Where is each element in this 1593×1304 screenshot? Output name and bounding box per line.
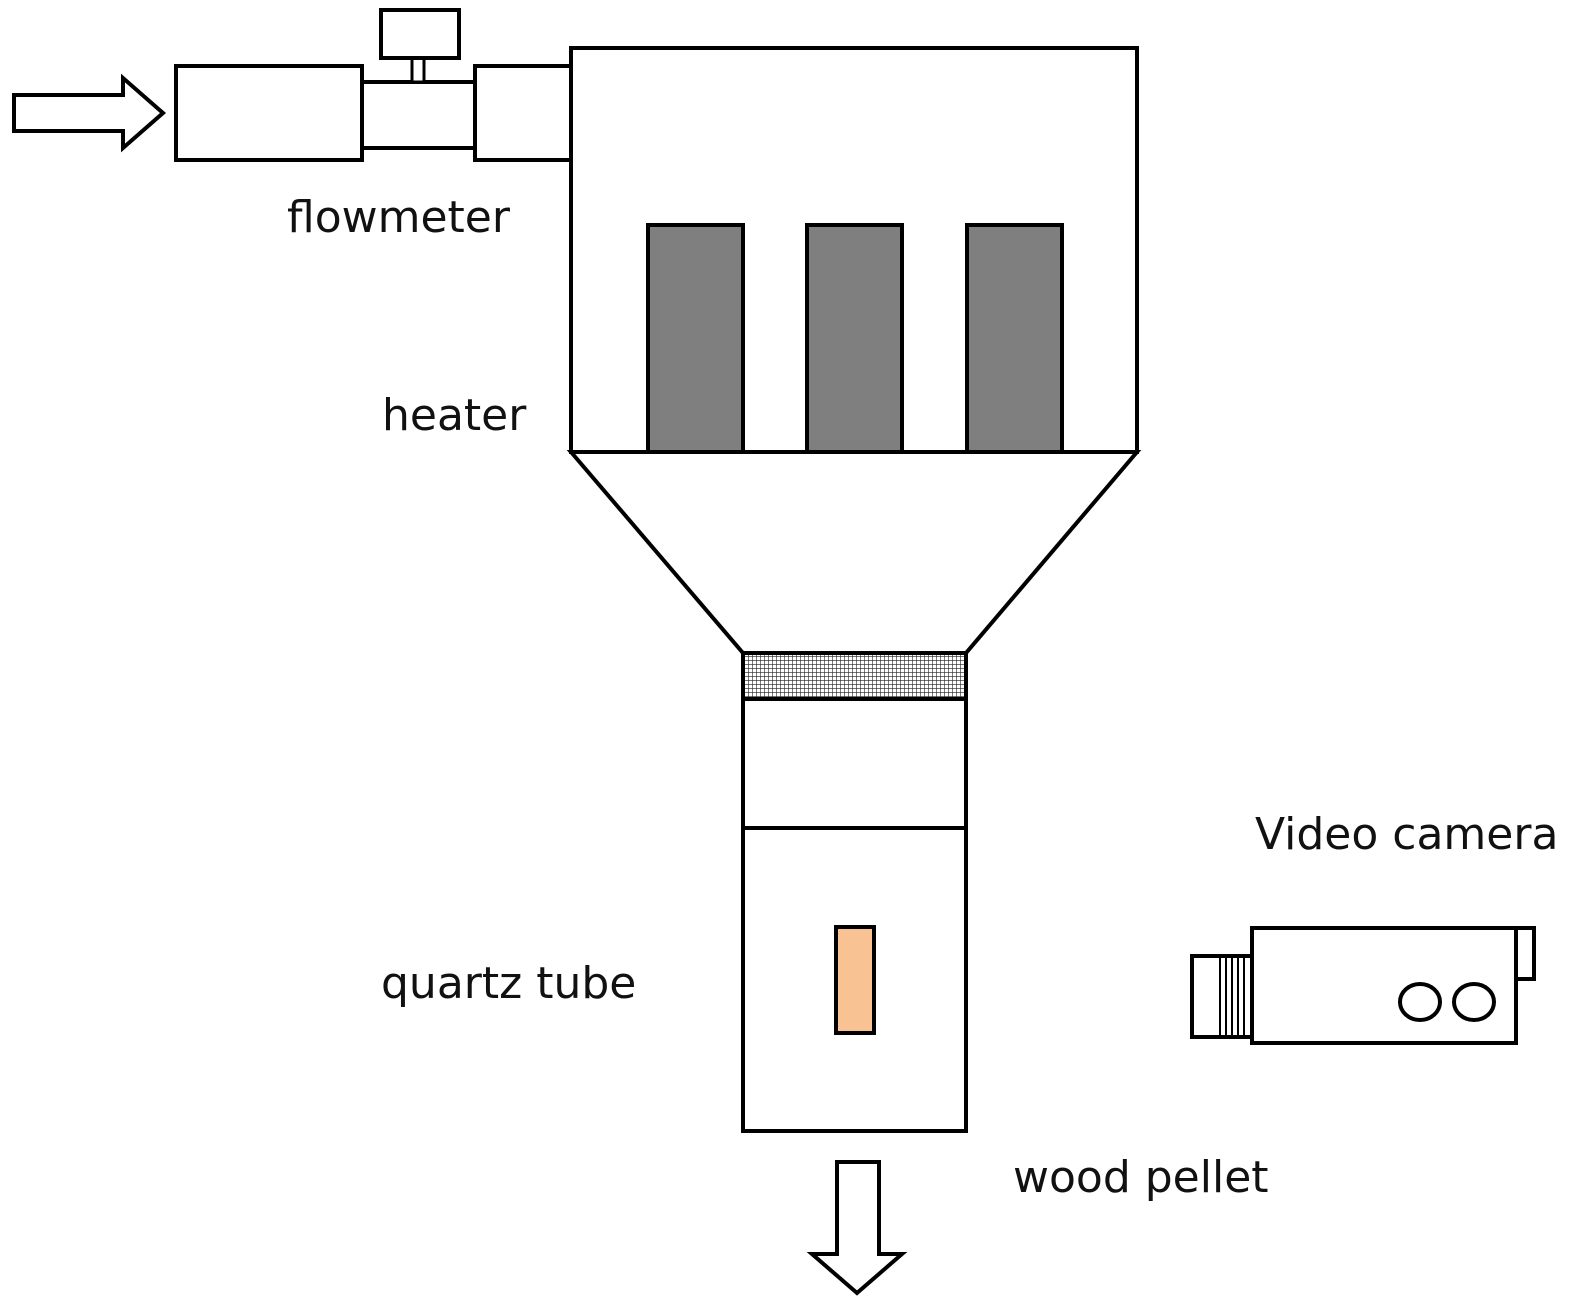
video-camera-label: Video camera — [1255, 809, 1559, 860]
flowmeter-stem — [410, 55, 426, 84]
flowmeter-body — [360, 80, 477, 150]
mesh-screen — [741, 651, 968, 701]
flowmeter-display — [379, 8, 461, 60]
flowmeter-label: flowmeter — [287, 192, 510, 243]
quartz-tube-label: quartz tube — [381, 958, 637, 1009]
quartz-tube — [741, 697, 968, 1133]
video-camera-icon — [1190, 926, 1536, 1045]
heater-element — [646, 223, 745, 454]
heater-element — [965, 223, 1064, 454]
inlet-arrow-icon — [12, 73, 167, 153]
funnel — [566, 450, 1142, 655]
heater-element — [805, 223, 904, 454]
outlet-pipe — [473, 64, 573, 162]
wood-pellet-label: wood pellet — [1013, 1152, 1269, 1203]
wood-pellet — [834, 925, 876, 1035]
heater-label: heater — [382, 390, 527, 441]
outlet-arrow-icon — [806, 1160, 908, 1296]
inlet-pipe — [174, 64, 364, 162]
